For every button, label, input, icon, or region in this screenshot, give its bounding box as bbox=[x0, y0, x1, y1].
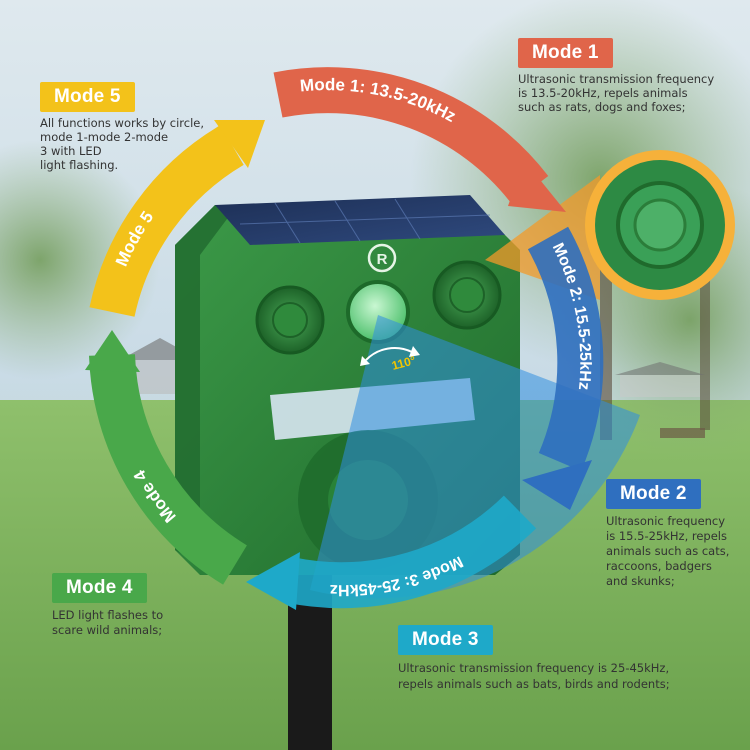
tree-trunk bbox=[600, 250, 612, 440]
mode1-description: Ultrasonic transmission frequency is 13.… bbox=[518, 72, 715, 114]
mode3-badge: Mode 3 bbox=[398, 625, 493, 655]
mode1-arrow bbox=[273, 67, 549, 205]
logo-letter: R bbox=[377, 251, 388, 268]
detection-angle-label: 110° bbox=[390, 353, 417, 373]
mode-cycle-arrows bbox=[85, 67, 604, 610]
building bbox=[620, 375, 700, 397]
mode2-badge: Mode 2 bbox=[606, 479, 701, 509]
mode4-arrow bbox=[89, 353, 248, 585]
brand-logo bbox=[367, 243, 397, 273]
tree-trunk bbox=[700, 260, 710, 430]
mode5-badge: Mode 5 bbox=[40, 82, 135, 112]
mode4-description: LED light flashes to scare wild animals; bbox=[52, 608, 164, 637]
mode3-arrow bbox=[285, 495, 537, 609]
building-roof bbox=[615, 362, 705, 375]
mode5-arrow bbox=[89, 125, 245, 318]
mode5-description: All functions works by circle, mode 1-mo… bbox=[40, 116, 205, 172]
mode1-badge: Mode 1 bbox=[518, 38, 613, 68]
mode2-description: Ultrasonic frequency is 15.5-25kHz, repe… bbox=[606, 514, 730, 588]
mode3-description: Ultrasonic transmission frequency is 25-… bbox=[398, 661, 670, 691]
mode2-arrow bbox=[527, 226, 604, 471]
mode4-badge: Mode 4 bbox=[52, 573, 147, 603]
angle-arc-icon bbox=[365, 347, 413, 361]
park-bench bbox=[660, 428, 705, 438]
tree-canopy-left bbox=[0, 140, 160, 380]
